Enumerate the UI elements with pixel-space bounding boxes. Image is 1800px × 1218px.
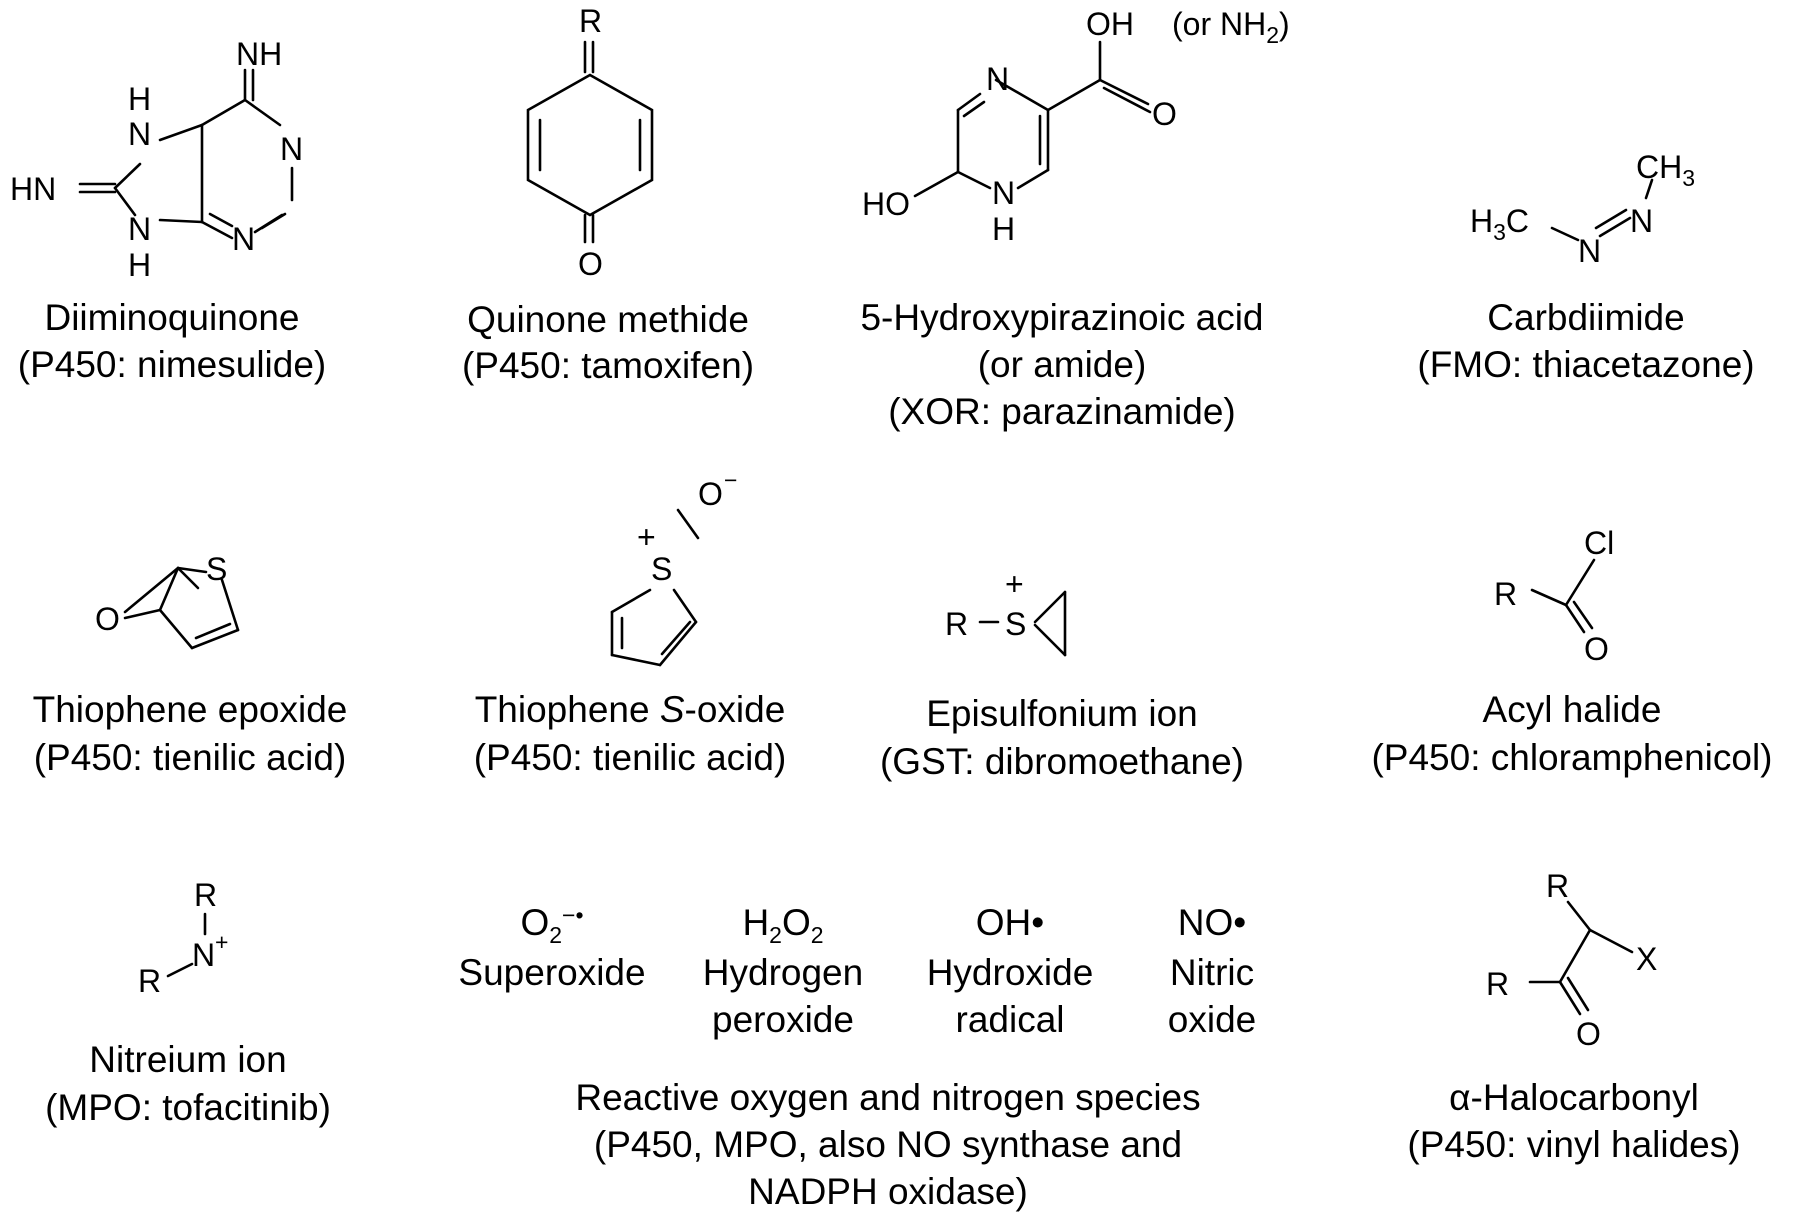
ros-caption-line2: (P450, MPO, also NO synthase and — [594, 1124, 1182, 1165]
episulfonium-r: R — [945, 606, 968, 642]
nitreium-r-top: R — [194, 877, 217, 913]
nitreium-structure — [166, 912, 207, 978]
quinone-methide-name: Quinone methide — [467, 299, 749, 340]
quinone-methide-o: O — [578, 246, 603, 282]
hydrogen-peroxide-name2: peroxide — [712, 999, 854, 1040]
carbdiimide-source: (FMO: thiacetazone) — [1417, 344, 1754, 385]
carbdiimide-h3c: H3C — [1470, 203, 1529, 245]
nitreium-r-left: R — [138, 963, 161, 999]
halocarbonyl-o: O — [1576, 1016, 1601, 1052]
ros-hydroxide-radical: OH• Hydroxide radical — [927, 902, 1094, 1040]
thiophene-epoxide-s: S — [206, 551, 227, 587]
quinone-methide-r: R — [579, 3, 602, 39]
hydrogen-peroxide-formula: H2O2 — [742, 902, 823, 948]
nitreium-n: N — [192, 937, 215, 973]
ros-caption-line1: Reactive oxygen and nitrogen species — [575, 1077, 1200, 1118]
ros-caption-line3: NADPH oxidase) — [748, 1171, 1028, 1212]
thiophene-s-oxide-minus: − — [724, 467, 737, 493]
superoxide-name: Superoxide — [458, 952, 645, 993]
hydroxypyrazinoic-or-nh2: (or NH2) — [1172, 6, 1290, 48]
carbdiimide-n1: N — [1578, 233, 1601, 269]
hydroxypyrazinoic-nh-n: N — [992, 175, 1015, 211]
hydroxypyrazinoic-n-top: N — [986, 61, 1009, 97]
diiminoquinone-imine-nh: NH — [236, 36, 282, 72]
ros-nitric-oxide: NO• Nitric oxide — [1168, 902, 1256, 1040]
carbdiimide-name: Carbdiimide — [1487, 297, 1684, 338]
nitric-oxide-formula: NO• — [1178, 902, 1246, 943]
episulfonium-source: (GST: dibromoethane) — [880, 741, 1244, 782]
carbdiimide-structure — [1550, 178, 1654, 242]
acyl-halide-source: (P450: chloramphenicol) — [1371, 737, 1772, 778]
svg-text:(or NH2): (or NH2) — [1172, 6, 1290, 48]
nitreium-name: Nitreium ion — [89, 1039, 286, 1080]
diiminoquinone-structure — [78, 68, 294, 240]
hydroxypyrazinoic-name: 5-Hydroxypirazinoic acid — [860, 297, 1263, 338]
halocarbonyl-r-left: R — [1486, 966, 1509, 1002]
hydroxypyrazinoic-oh: OH — [1086, 6, 1134, 42]
thiophene-s-oxide-plus: + — [637, 519, 656, 555]
halocarbonyl-r-top: R — [1546, 868, 1569, 904]
diiminoquinone-h-upper: H — [128, 81, 151, 117]
diiminoquinone-source: (P450: nimesulide) — [18, 344, 326, 385]
ros-superoxide: O2−• Superoxide — [458, 902, 645, 993]
thiophene-epoxide-source: (P450: tienilic acid) — [34, 737, 347, 778]
halocarbonyl-x: X — [1636, 941, 1657, 977]
diiminoquinone-hn: HN — [10, 171, 56, 207]
diiminoquinone-n-bottom: N — [232, 221, 255, 257]
hydroxide-radical-formula: OH• — [976, 902, 1044, 943]
hydroxypyrazinoic-name2: (or amide) — [978, 344, 1147, 385]
thiophene-s-oxide-name: Thiophene S-oxide — [475, 689, 786, 730]
hydroxypyrazinoic-structure — [913, 40, 1152, 198]
halocarbonyl-name: α-Halocarbonyl — [1449, 1077, 1699, 1118]
hydroxypyrazinoic-nh-h: H — [992, 211, 1015, 247]
superoxide-formula: O2−• — [520, 902, 583, 948]
hydrogen-peroxide-name1: Hydrogen — [703, 952, 863, 993]
hydroxypyrazinoic-source: (XOR: parazinamide) — [888, 391, 1236, 432]
episulfonium-name: Episulfonium ion — [926, 693, 1197, 734]
diiminoquinone-name: Diiminoquinone — [44, 297, 299, 338]
thiophene-s-oxide-s: S — [651, 551, 672, 587]
quinone-methide-source: (P450: tamoxifen) — [462, 345, 754, 386]
hydroxide-radical-name2: radical — [956, 999, 1065, 1040]
acyl-halide-r: R — [1494, 576, 1517, 612]
nitreium-plus: + — [215, 929, 228, 955]
diiminoquinone-h-lower: H — [128, 247, 151, 283]
diiminoquinone-n-right: N — [280, 131, 303, 167]
acyl-halide-structure — [1530, 558, 1596, 634]
thiophene-epoxide-name: Thiophene epoxide — [33, 689, 348, 730]
nitric-oxide-name2: oxide — [1168, 999, 1256, 1040]
acyl-halide-name: Acyl halide — [1483, 689, 1662, 730]
hydroxypyrazinoic-o-carbonyl: O — [1152, 96, 1177, 132]
quinone-methide-structure — [526, 40, 654, 244]
thiophene-s-oxide-source: (P450: tienilic acid) — [474, 737, 787, 778]
thiophene-epoxide-structure — [123, 566, 240, 650]
nitric-oxide-name1: Nitric — [1170, 952, 1254, 993]
thiophene-epoxide-o: O — [95, 601, 120, 637]
thiophene-s-oxide-o: O — [698, 476, 723, 512]
nitreium-source: (MPO: tofacitinib) — [45, 1087, 331, 1128]
episulfonium-s: S — [1005, 606, 1026, 642]
thiophene-s-oxide-structure — [610, 508, 700, 667]
episulfonium-plus: + — [1005, 566, 1024, 602]
episulfonium-structure — [978, 590, 1067, 657]
ros-hydrogen-peroxide: H2O2 Hydrogen peroxide — [703, 902, 863, 1040]
acyl-halide-cl: Cl — [1584, 525, 1614, 561]
diiminoquinone-n-upper: N — [128, 116, 151, 152]
carbdiimide-ch3: CH3 — [1636, 149, 1695, 191]
halocarbonyl-structure — [1528, 900, 1634, 1016]
carbdiimide-n2: N — [1630, 203, 1653, 239]
hydroxypyrazinoic-ho: HO — [862, 186, 910, 222]
hydroxide-radical-name1: Hydroxide — [927, 952, 1094, 993]
diiminoquinone-n-lower: N — [128, 211, 151, 247]
halocarbonyl-source: (P450: vinyl halides) — [1407, 1124, 1740, 1165]
acyl-halide-o: O — [1584, 631, 1609, 667]
